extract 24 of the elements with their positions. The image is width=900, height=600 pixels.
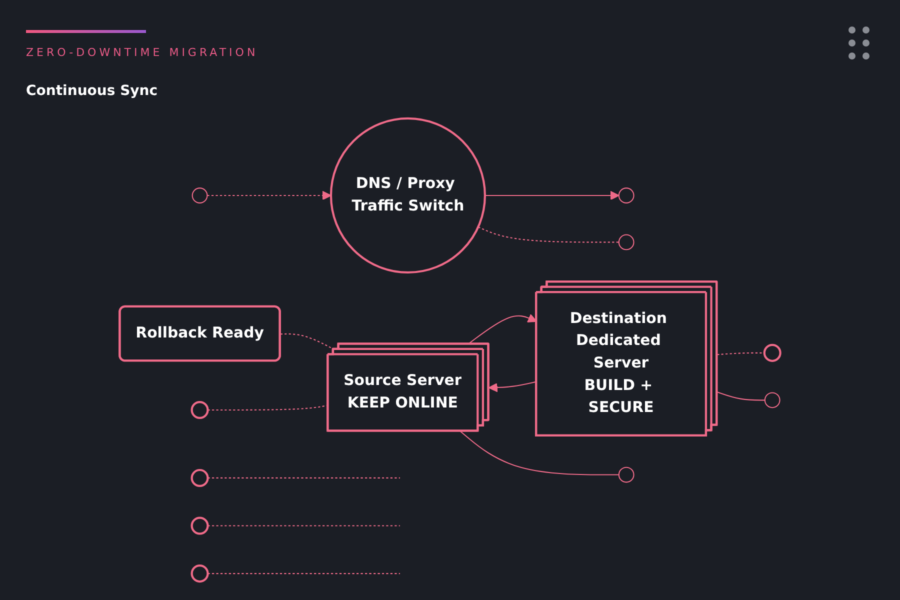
connector [717, 352, 764, 356]
diagram-title: ZERO-DOWNTIME MIGRATION [26, 46, 258, 59]
node-circle [618, 234, 634, 250]
node-circle [190, 400, 209, 420]
text-label: Continuous Sync [26, 83, 158, 99]
arrow [484, 190, 620, 200]
node-circle [192, 188, 208, 204]
node-circle: DNS / Proxy Traffic Switch [330, 117, 486, 274]
arrow [488, 381, 537, 392]
arrow [468, 314, 538, 345]
node-circle [190, 516, 209, 535]
connector [208, 573, 400, 574]
node-circle [190, 564, 209, 583]
connector [208, 477, 400, 478]
node-circle [764, 392, 780, 408]
connector [716, 391, 765, 401]
node-circle [618, 188, 634, 204]
connector [208, 525, 400, 526]
arrow [207, 190, 332, 200]
node-circle [190, 468, 209, 487]
node-circle [618, 466, 634, 483]
node-circle [763, 344, 782, 362]
connector [478, 226, 619, 243]
connector [460, 430, 619, 476]
